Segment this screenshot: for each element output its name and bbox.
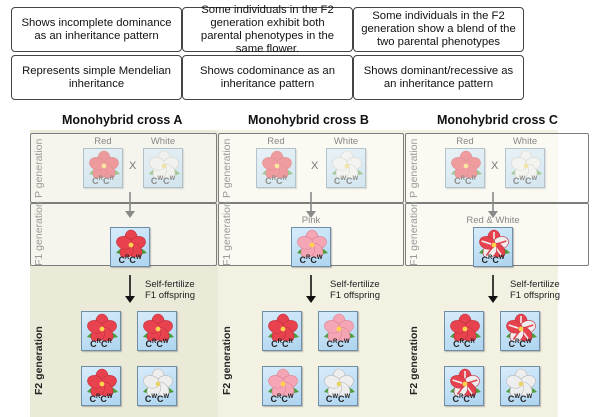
- cross-b-f2-tile-1: CRCR: [262, 311, 302, 351]
- genotype-label: CRCW: [145, 339, 169, 349]
- cross-a-white-label: White: [150, 136, 176, 147]
- cross-b-white-label: White: [333, 136, 359, 147]
- cross-a-f2-tile-2: CRCW: [137, 311, 177, 351]
- genotype-label: CRCW: [508, 339, 532, 349]
- cross-a-p-white-tile: CWCW: [143, 148, 183, 188]
- label-card-mendelian[interactable]: Represents simple Mendelian inheritance: [11, 55, 182, 100]
- cross-b-arrow-down-icon: [305, 192, 317, 223]
- genotype-label: CWCW: [512, 176, 538, 186]
- cross-c-title: Monohybrid cross C: [437, 113, 558, 127]
- cross-a-self-fertilize-arrow-icon: [124, 275, 136, 308]
- cross-b-f1-phenotype-label: Pink: [301, 215, 321, 226]
- cross-c-f2-tile-4: CWCW: [500, 366, 540, 406]
- genotype-label: CWCW: [333, 176, 359, 186]
- cross-a-p-generation-label: P generation: [33, 138, 45, 198]
- cross-c-f2-tile-2: CRCW: [500, 311, 540, 351]
- cross-a-title: Monohybrid cross A: [62, 113, 183, 127]
- cross-c-arrow-down-icon: [487, 192, 499, 223]
- cross-b-f2-tile-4: CWCW: [318, 366, 358, 406]
- cross-c-f1-generation-label: F1 generation: [408, 201, 420, 266]
- cross-a-f2-tile-4: CWCW: [137, 366, 177, 406]
- genotype-label: CRCW: [89, 394, 113, 404]
- cross-c-f1-tile: CRCW: [473, 227, 513, 267]
- genotype-label: CRCW: [270, 394, 294, 404]
- cross-a-red-label: Red: [94, 136, 112, 147]
- cross-b-f1-tile: CRCW: [291, 227, 331, 267]
- cross-c-p-box: [405, 133, 589, 203]
- cross-a-f2-tile-3: CRCW: [81, 366, 121, 406]
- cross-b-p-generation-label: P generation: [221, 138, 233, 198]
- cross-c-p-red-tile: CRCR: [445, 148, 485, 188]
- cross-b-self-fertilize-arrow-icon: [305, 275, 317, 308]
- cross-c-cross-x-mark: X: [491, 160, 499, 172]
- cross-b-f1-generation-label: F1 generation: [221, 201, 233, 266]
- cross-a-arrow-down-icon: [124, 192, 136, 223]
- genotype-label: CRCW: [118, 255, 142, 265]
- cross-c-p-white-tile: CWCW: [505, 148, 545, 188]
- genotype-label: CWCW: [507, 394, 533, 404]
- cross-b-f2-generation-label: F2 generation: [221, 326, 233, 395]
- cross-b-f2-tile-3: CRCW: [262, 366, 302, 406]
- cross-a-p-box: [30, 133, 217, 203]
- cross-c-f2-tile-3: CRCW: [444, 366, 484, 406]
- label-card-blend[interactable]: Some individuals in the F2 generation sh…: [353, 7, 524, 52]
- cross-a-f1-generation-label: F1 generation: [33, 201, 45, 266]
- cross-c-f1-phenotype-label: Red & White: [466, 215, 520, 226]
- cross-c-white-label: White: [512, 136, 538, 147]
- cross-b-cross-x-mark: X: [311, 160, 319, 172]
- cross-c-f2-generation-label: F2 generation: [408, 326, 420, 395]
- genotype-label: CWCW: [144, 394, 170, 404]
- label-card-both-phenotypes[interactable]: Some individuals in the F2 generation ex…: [182, 4, 353, 55]
- genotype-label: CRCW: [452, 394, 476, 404]
- cross-a-f1-tile: CRCW: [110, 227, 150, 267]
- cross-b-f2-tile-2: CRCW: [318, 311, 358, 351]
- label-card-codominance[interactable]: Shows codominance as an inheritance patt…: [182, 55, 353, 100]
- cross-b-red-label: Red: [267, 136, 285, 147]
- genotype-label: CWCW: [150, 176, 176, 186]
- cross-c-p-generation-label: P generation: [408, 138, 420, 198]
- label-card-dominant-recessive[interactable]: Shows dominant/recessive as an inheritan…: [353, 55, 524, 100]
- cross-a-f2-tile-1: CRCR: [81, 311, 121, 351]
- genotype-label: CRCW: [481, 255, 505, 265]
- cross-c-f2-tile-1: CRCR: [444, 311, 484, 351]
- genotype-label: CRCR: [92, 176, 114, 186]
- cross-c-self-fertilize-arrow-icon: [487, 275, 499, 308]
- genotype-label: CRCR: [90, 339, 112, 349]
- cross-a-p-red-tile: CRCR: [83, 148, 123, 188]
- cross-c-red-label: Red: [456, 136, 474, 147]
- label-card-incomplete-dominance[interactable]: Shows incomplete dominance as an inherit…: [11, 7, 182, 52]
- cross-b-p-red-tile: CRCR: [256, 148, 296, 188]
- genotype-label: CRCW: [299, 255, 323, 265]
- genotype-label: CRCR: [265, 176, 287, 186]
- genotype-label: CWCW: [325, 394, 351, 404]
- genotype-label: CRCW: [326, 339, 350, 349]
- genotype-label: CRCR: [453, 339, 475, 349]
- genotype-label: CRCR: [454, 176, 476, 186]
- cross-a-f2-generation-label: F2 generation: [33, 326, 45, 395]
- cross-b-title: Monohybrid cross B: [248, 113, 369, 127]
- cross-a-cross-x-mark: X: [129, 160, 137, 172]
- genotype-label: CRCR: [271, 339, 293, 349]
- cross-b-p-white-tile: CWCW: [326, 148, 366, 188]
